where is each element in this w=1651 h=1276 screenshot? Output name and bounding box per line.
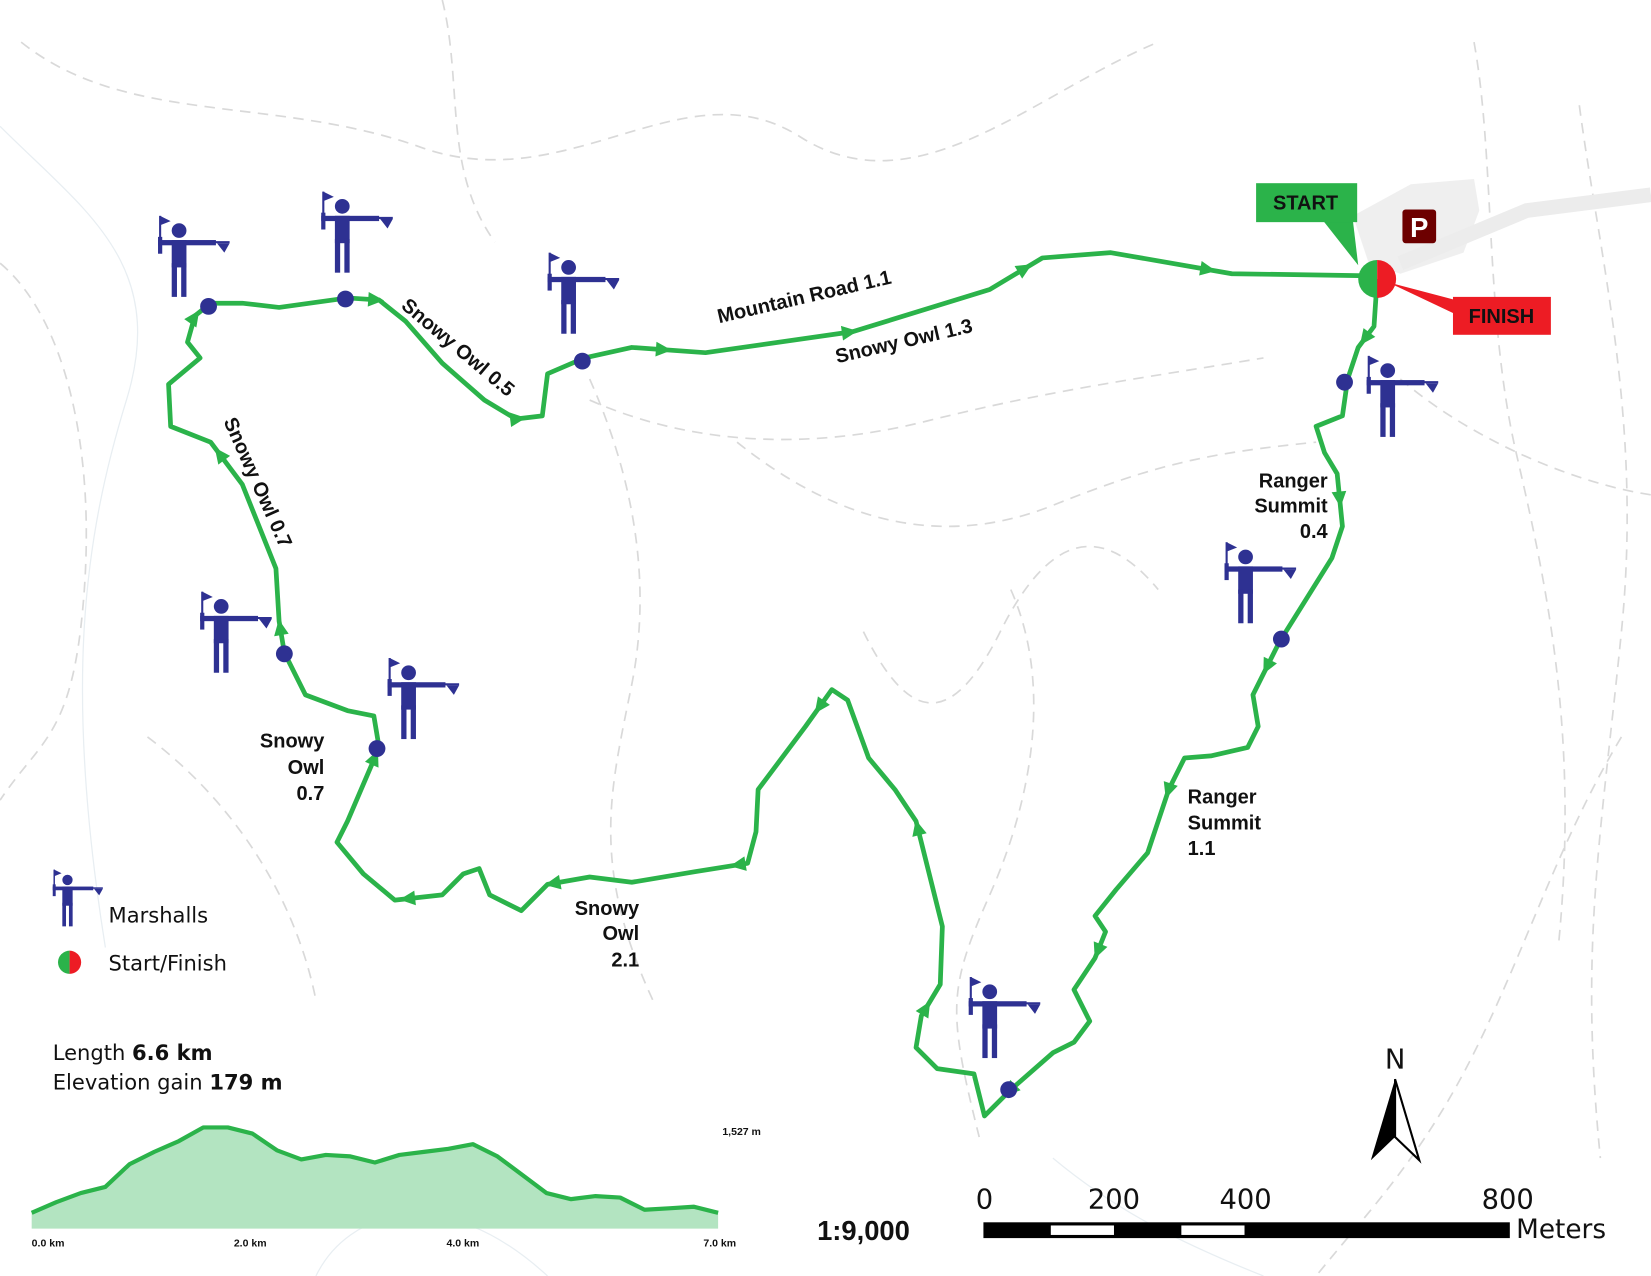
legend-start-finish: Start/Finish — [109, 951, 227, 976]
scale-unit: Meters — [1516, 1215, 1606, 1245]
direction-arrow-icon — [214, 447, 231, 465]
svg-text:Length 6.6 km: Length 6.6 km — [53, 1040, 213, 1065]
marshal-icon — [386, 656, 461, 741]
direction-arrow-icon — [1163, 781, 1178, 799]
route-stats: Length 6.6 km Elevation gain 179 m — [53, 1040, 283, 1094]
start-half-icon — [1358, 260, 1378, 298]
label-mountain-road: Mountain Road 1.1 — [715, 267, 893, 328]
length-value: 6.6 km — [132, 1040, 213, 1065]
start-label: START — [1273, 193, 1338, 215]
label-ranger-summit-0-4-line3: 0.4 — [1300, 521, 1329, 543]
direction-arrow-icon — [1199, 260, 1216, 276]
start-callout — [1256, 183, 1358, 223]
direction-arrow-icon — [915, 1001, 931, 1019]
direction-arrow-icon — [544, 874, 562, 890]
profile-max-label: 1,527 m — [722, 1126, 761, 1138]
parking-label: P — [1410, 212, 1428, 243]
svg-text:Elevation gain 179 m: Elevation gain 179 m — [53, 1070, 283, 1095]
direction-arrow-icon — [655, 341, 672, 357]
marshal-point — [275, 645, 293, 663]
scale-tick-800: 800 — [1482, 1185, 1534, 1216]
legend-marshalls: Marshalls — [109, 902, 209, 927]
route-direction-arrows — [184, 260, 1376, 1097]
north-label: N — [1385, 1045, 1405, 1076]
start-finish: START FINISH — [1256, 183, 1551, 335]
direction-arrow-icon — [367, 291, 384, 307]
scale-tick-0: 0 — [976, 1185, 993, 1216]
gain-value: 179 m — [209, 1070, 282, 1095]
legend-finish-icon — [69, 950, 82, 974]
label-snowy-owl-0-7: Snowy — [260, 730, 325, 752]
label-snowy-owl-0-7-line2: Owl — [288, 757, 325, 779]
marshal-point — [1000, 1081, 1018, 1099]
elevation-profile: 1,527 m 0.0 km 2.0 km 4.0 km 7.0 km — [30, 1125, 761, 1250]
label-ranger-summit-1-1: Ranger — [1188, 786, 1257, 808]
north-arrow: N — [1370, 1045, 1422, 1164]
label-ranger-summit-0-4: Ranger — [1259, 470, 1328, 492]
direction-arrow-icon — [274, 619, 289, 637]
finish-label: FINISH — [1469, 306, 1535, 328]
scale-bar: 1:9,000 0 200 400 800 Meters — [817, 1185, 1606, 1247]
direction-arrow-icon — [184, 310, 200, 328]
legend-start-icon — [58, 950, 70, 974]
marshal-point — [336, 290, 354, 308]
marshal-point — [573, 352, 591, 370]
label-ranger-summit-1-1-line2: Summit — [1188, 813, 1262, 835]
marshal-point — [1336, 373, 1353, 391]
marshal-posts — [156, 190, 1440, 1099]
parking-icon — [1402, 209, 1437, 244]
direction-arrow-icon — [814, 696, 830, 714]
label-snowy-owl-2-1: Snowy — [575, 898, 640, 920]
marshal-point — [200, 297, 217, 315]
direction-arrow-icon — [1331, 490, 1347, 508]
profile-tick-2: 2.0 km — [234, 1238, 267, 1250]
direction-arrow-icon — [1093, 941, 1108, 959]
label-snowy-owl-2-1-line3: 2.1 — [611, 949, 639, 971]
marshal-icon — [320, 190, 394, 274]
direction-arrow-icon — [509, 412, 526, 428]
label-snowy-owl-1-3: Snowy Owl 1.3 — [833, 315, 974, 368]
profile-area — [31, 1127, 719, 1229]
parking-area: P — [1352, 178, 1651, 274]
gain-label: Elevation gain — [53, 1070, 203, 1095]
scale-tick-200: 200 — [1088, 1185, 1140, 1216]
direction-arrow-icon — [912, 819, 927, 837]
profile-tick-4: 4.0 km — [446, 1238, 479, 1250]
label-snowy-owl-0-5: Snowy Owl 0.5 — [397, 294, 518, 401]
scale-ratio: 1:9,000 — [817, 1215, 910, 1246]
marshal-point — [1272, 630, 1290, 648]
marshal-point — [368, 740, 386, 757]
label-snowy-owl-0-7-top: Snowy Owl 0.7 — [219, 414, 296, 551]
marshal-icon — [1223, 541, 1298, 625]
length-label: Length — [53, 1040, 126, 1065]
direction-arrow-icon — [1014, 264, 1032, 279]
marshal-icon — [967, 975, 1042, 1060]
label-ranger-summit-0-4-line2: Summit — [1254, 496, 1328, 518]
direction-arrow-icon — [840, 325, 858, 341]
direction-arrow-icon — [399, 890, 416, 906]
profile-tick-7: 7.0 km — [703, 1238, 736, 1250]
profile-tick-0: 0.0 km — [32, 1238, 65, 1250]
north-arrow-icon — [1370, 1079, 1396, 1161]
scale-tick-400: 400 — [1219, 1185, 1271, 1216]
label-snowy-owl-2-1-line2: Owl — [602, 923, 639, 945]
marshal-icon — [156, 214, 231, 298]
finish-callout — [1452, 296, 1551, 335]
direction-arrow-icon — [729, 856, 747, 871]
direction-arrow-icon — [1359, 328, 1376, 346]
marshal-icon — [1365, 354, 1440, 438]
direction-arrow-icon — [1263, 656, 1277, 675]
legend: Marshalls Start/Finish — [52, 868, 227, 976]
label-snowy-owl-0-7-line3: 0.7 — [297, 783, 325, 805]
label-ranger-summit-1-1-line3: 1.1 — [1188, 838, 1216, 860]
finish-half-icon — [1377, 260, 1397, 298]
route-path — [166, 250, 1380, 1119]
marshal-icon — [199, 590, 273, 674]
route-labels: Mountain Road 1.1 Snowy Owl 1.3 Snowy Ow… — [219, 267, 1329, 972]
marshal-icon — [546, 251, 621, 335]
